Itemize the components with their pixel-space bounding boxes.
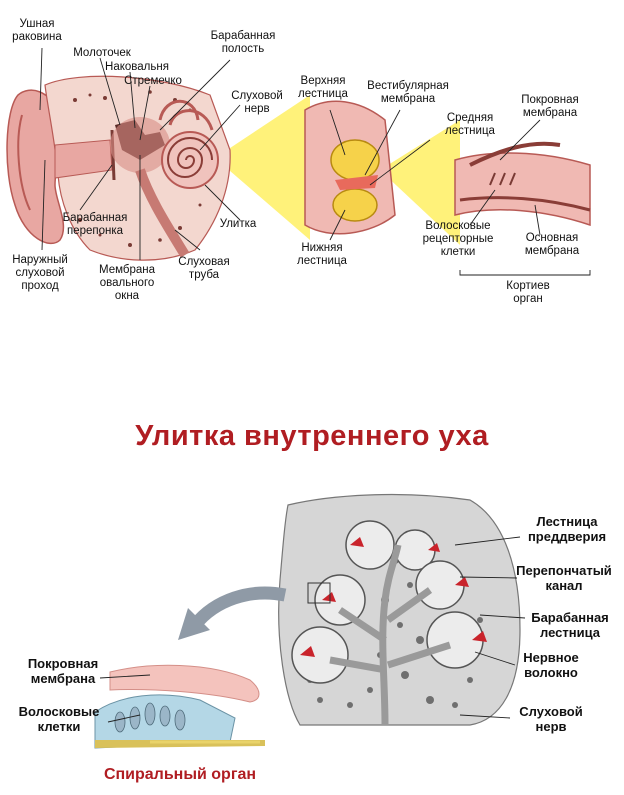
magnification-cone bbox=[215, 95, 310, 240]
page-title: Улитка внутреннего уха bbox=[135, 420, 489, 452]
cochlea-spiral bbox=[161, 131, 219, 189]
zoom-arrow-head bbox=[178, 608, 210, 640]
label-eardrum: Барабанная перепонка bbox=[62, 212, 128, 237]
magnification-cone-2 bbox=[380, 120, 460, 245]
organ-of-corti-diagram bbox=[454, 141, 591, 227]
ear-canal bbox=[54, 139, 113, 179]
porous-texture bbox=[307, 556, 483, 708]
eustachian-tube-shape bbox=[135, 168, 190, 258]
label-organ-of-corti: Кортиев орган bbox=[506, 280, 550, 305]
top-leader-lines bbox=[39, 47, 591, 276]
label-tectorial-membrane-top: Покровная мембрана bbox=[521, 94, 579, 119]
label-vestibular-membrane: Вестибулярная мембрана bbox=[367, 80, 449, 105]
cochlea-cross-section bbox=[278, 493, 521, 726]
tympanic-cavity-shape bbox=[110, 117, 170, 173]
label-tectorial-membrane-bottom: Покровная мембрана bbox=[27, 656, 99, 686]
tectorial-membrane-pink bbox=[109, 664, 260, 703]
middle-canal-shape bbox=[335, 175, 378, 190]
label-incus: Наковальня bbox=[105, 61, 169, 73]
cochlea-spiral-line bbox=[166, 137, 213, 178]
semicircular-canals bbox=[158, 99, 214, 131]
label-stapes: Стремечко bbox=[124, 75, 182, 87]
label-middle-canal: Средняя лестница bbox=[445, 112, 495, 137]
spiral-organ-diagram bbox=[94, 664, 265, 749]
hair-cell-columns bbox=[114, 702, 186, 733]
spiral-turns bbox=[291, 520, 487, 684]
bottom-leader-lines bbox=[99, 536, 526, 723]
label-eustachian-tube: Слуховая труба bbox=[178, 256, 230, 281]
label-auditory-nerve-bottom: Слуховой нерв bbox=[519, 704, 583, 734]
label-lower-canal: Нижняя лестница bbox=[297, 242, 347, 267]
label-hair-cells-bottom: Волосковые клетки bbox=[18, 704, 100, 734]
label-basilar-membrane: Основная мембрана bbox=[524, 232, 580, 257]
label-oval-window: Мембрана овального окна bbox=[98, 264, 155, 302]
label-nerve-fiber: Нервное волокно bbox=[523, 650, 579, 680]
zoom-arrow bbox=[189, 586, 287, 630]
upper-canal-shape bbox=[330, 139, 380, 181]
label-upper-canal: Верхняя лестница bbox=[298, 75, 348, 100]
hair-cell-group bbox=[489, 172, 516, 186]
cochlea-section-diagram bbox=[304, 100, 396, 235]
tectorial-membrane-shape bbox=[469, 141, 561, 167]
label-ear-pinna: Ушная раковина bbox=[12, 18, 62, 43]
nerve-trunk bbox=[329, 544, 452, 726]
label-auditory-nerve-top: Слуховой нерв bbox=[231, 90, 283, 115]
label-cochlea: Улитка bbox=[219, 218, 257, 230]
label-external-canal: Наружный слуховой проход bbox=[12, 254, 68, 292]
label-tympanic-cavity: Барабанная полость bbox=[210, 30, 276, 55]
label-membranous-canal: Перепончатый канал bbox=[516, 563, 612, 593]
lower-canal-shape bbox=[332, 188, 378, 222]
label-malleus: Молоточек bbox=[73, 47, 131, 59]
label-scala-tympani: Барабанная лестница bbox=[531, 610, 609, 640]
pinna-fold bbox=[17, 114, 31, 211]
zoom-box bbox=[307, 582, 331, 604]
label-scala-vestibuli: Лестница преддверия bbox=[527, 514, 607, 544]
basilar-membrane-shape bbox=[459, 196, 591, 212]
ear-cross-section bbox=[6, 75, 460, 261]
spiral-organ-caption: Спиральный орган bbox=[103, 766, 257, 783]
label-hair-cells-top: Волосковые рецепторные клетки bbox=[422, 220, 494, 258]
